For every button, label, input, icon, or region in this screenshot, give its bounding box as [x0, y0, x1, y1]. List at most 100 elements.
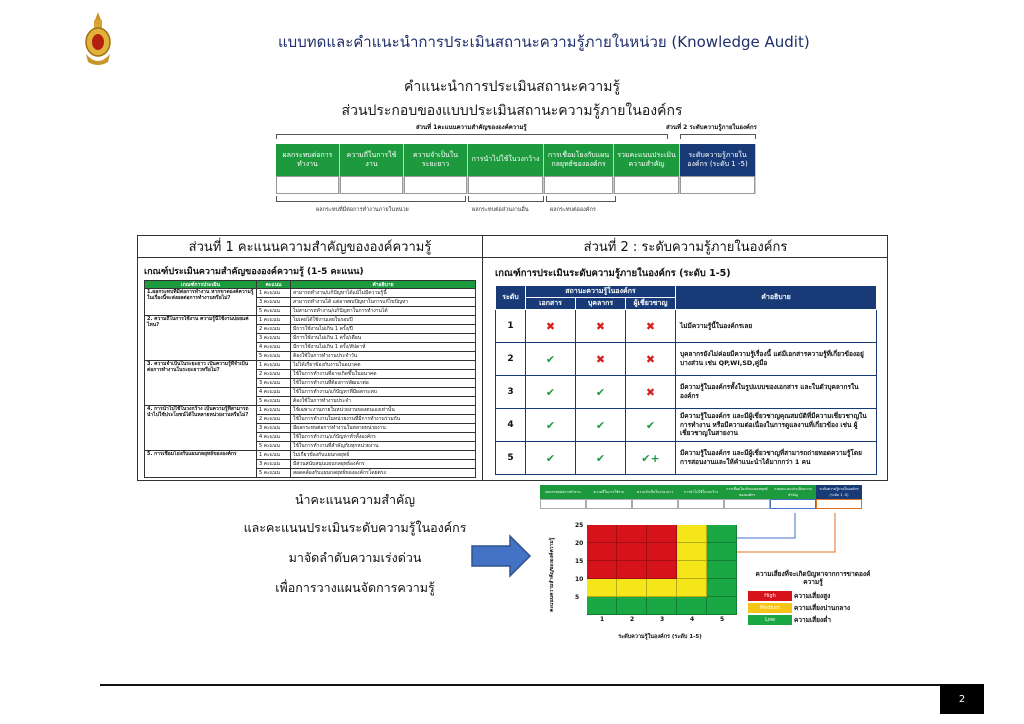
matrix-cell-medium	[617, 579, 647, 597]
mini-header: รวมคะแนนประเมินความสำคัญ	[770, 485, 816, 499]
form-structure-diagram: ส่วนที่ 1คะแนนความสำคัญขององค์ความรู้ ส่…	[276, 118, 757, 218]
check-icon: ✔	[525, 375, 576, 409]
legend-label: ความเสี่ยงปานกลาง	[794, 603, 851, 612]
part2-caption: ส่วนที่ 2 ระดับความรู้ภายในองค์กร	[666, 124, 757, 131]
criteria-description: มีผลกระทบต่อการทำงานในหลายหน่วยงาน	[290, 423, 476, 433]
diagram-columns: ผลกระทบต่อการทำงาน ความถี่ในการใช้งาน คว…	[276, 144, 756, 194]
matrix-cell-medium	[647, 579, 677, 597]
level-row: 5✔✔✔+มีความรู้ในองค์กร และมีผู้เชี่ยวชาญ…	[495, 441, 877, 475]
level-row: 1✖✖✖ไม่มีความรู้นี้ในองค์กรเลย	[495, 309, 877, 343]
matrix-cell-medium	[677, 561, 707, 579]
criteria-description: ใช้ในการทำงานที่สำคัญกับทุกหน่วยงาน	[290, 441, 476, 451]
legend-title: ความเสี่ยงที่จะเกิดปัญหาจากการขาดองค์ควา…	[755, 570, 871, 587]
col-criteria: เกณฑ์การประเมิน	[144, 280, 257, 289]
criteria-score: 5 คะแนน	[256, 468, 291, 478]
criteria-name: 4. การนำไปใช้ในวงกว้าง เป็นความรู้ที่สาม…	[144, 405, 257, 451]
level-row: 2✔✖✖บุคลากรยังไม่ค่อยมีความรู้เรื่องนี้ …	[495, 342, 877, 376]
importance-table: เกณฑ์การประเมิน คะแนน คำอธิบาย 1.ผลกระทบ…	[144, 280, 476, 478]
column-header: รวมคะแนนประเมินความสำคัญ	[614, 144, 679, 176]
knowledge-level-criteria: เกณฑ์การประเมินระดับความรู้ภายในองค์กร (…	[495, 266, 877, 475]
mini-structure-table: ผลกระทบต่อการทำงาน ความถี่ในการใช้งาน คว…	[540, 485, 862, 513]
col-expert: ผู้เชี่ยวชาญ	[625, 297, 676, 310]
criteria-description: ใช้ในการทำงานที่อาจเกิดขึ้นในอนาคต	[290, 369, 476, 379]
level-number: 4	[495, 408, 526, 442]
matrix-cell-high	[587, 525, 617, 543]
criteria-name: 2. ความถี่ในการใช้งาน ความรู้นี้ใช้งานบ่…	[144, 315, 257, 361]
criteria-description: สามารถทำงาน/แก้ปัญหาได้แม้ไม่มีความรู้นี…	[290, 288, 476, 298]
instruction-line: เพื่อการวางแผนจัดการความรู้	[275, 580, 435, 595]
mini-header: ความจำเป็นในระยะยาว	[632, 485, 678, 499]
col-level: ระดับ	[495, 285, 526, 310]
mini-blank	[586, 499, 632, 509]
criteria-score: 1 คะแนน	[256, 360, 291, 370]
level-number: 2	[495, 342, 526, 376]
column-header: ความจำเป็นในระยะยาว	[404, 144, 467, 176]
criteria-description: มีการใช้งานไม่เกิน 1 ครั้ง/สัปดาห์	[290, 342, 476, 352]
criteria-score: 1 คะแนน	[256, 450, 291, 460]
column-blank	[680, 176, 755, 194]
legend-swatch-high: High	[748, 590, 792, 601]
matrix-y-label: คะแนนความสำคัญขององค์ความรู้	[549, 537, 555, 613]
importance-criteria-title: เกณฑ์ประเมินความสำคัญขององค์ความรู้ (1-5…	[144, 267, 364, 277]
left-panel-header: ส่วนที่ 1 คะแนนความสำคัญขององค์ความรู้	[138, 236, 482, 258]
criteria-description: มีการใช้งานไม่เกิน 1 ครั้ง/เดือน	[290, 333, 476, 343]
check-icon: ✔	[575, 408, 626, 442]
criteria-row: 3. ความจำเป็นในระยะยาว เป็นความรู้ที่จำเ…	[144, 360, 476, 406]
criteria-score: 1 คะแนน	[256, 288, 291, 298]
column-blank	[404, 176, 467, 194]
matrix-cell-low	[617, 597, 647, 615]
criteria-description: สามารถทำงานได้ แต่อาจพบปัญหาในการแก้ไขปั…	[290, 297, 476, 307]
legend-swatch-low: Low	[748, 614, 792, 625]
check-icon: ✔+	[625, 441, 676, 475]
matrix-cell-low	[677, 597, 707, 615]
foot3-label: ผลกระทบต่อองค์กร	[550, 207, 596, 213]
level-number: 5	[495, 441, 526, 475]
level-number: 3	[495, 375, 526, 409]
mini-column: ผลกระทบต่อการทำงาน	[540, 485, 586, 513]
mini-header: การเชื่อมโยงกับแผนกลยุทธ์ขององค์กร	[724, 485, 770, 499]
page-number: 2	[940, 684, 984, 714]
criteria-description: ใช้ในการทำงานที่ต้องการพัฒนาต่อ	[290, 378, 476, 388]
criteria-score: 4 คะแนน	[256, 387, 291, 397]
instruction-line: นำคะแนนความสำคัญ	[294, 492, 416, 507]
x-tick: 5	[720, 616, 725, 623]
matrix-cell-low	[707, 525, 737, 543]
criteria-description: ไม่ได้เกี่ยวข้องกับงานในอนาคต	[290, 360, 476, 370]
matrix-cell-high	[587, 543, 617, 561]
diagram-column: รวมคะแนนประเมินความสำคัญ	[614, 144, 680, 194]
legend-label: ความเสี่ยงต่ำ	[794, 615, 831, 624]
criteria-score: 1 คะแนน	[256, 315, 291, 325]
criteria-description: ใช้เฉพาะงานภายในหน่วยงานของตนเองเท่านั้น	[290, 405, 476, 415]
check-icon: ✔	[525, 408, 576, 442]
matrix-cell-high	[647, 525, 677, 543]
mini-blank	[724, 499, 770, 509]
criteria-description: ต้องใช้ในการทำงานประจำวัน	[290, 351, 476, 361]
criteria-score: 3 คะแนน	[256, 378, 291, 388]
y-tick: 15	[575, 558, 584, 565]
column-blank	[614, 176, 679, 194]
check-icon: ✔	[525, 342, 576, 376]
cross-icon: ✖	[625, 375, 676, 409]
matrix-cell-high	[647, 561, 677, 579]
matrix-cell-high	[617, 525, 647, 543]
matrix-cell-high	[587, 561, 617, 579]
knowledge-level-title: เกณฑ์การประเมินระดับความรู้ภายในองค์กร (…	[495, 268, 731, 279]
column-blank	[276, 176, 339, 194]
column-blank	[468, 176, 543, 194]
col-personnel: บุคลากร	[575, 297, 626, 310]
mini-column: การนำไปใช้ในวงกว้าง	[678, 485, 724, 513]
foot2-bracket	[468, 196, 544, 202]
mini-blank	[678, 499, 724, 509]
criteria-row: 4. การนำไปใช้ในวงกว้าง เป็นความรู้ที่สาม…	[144, 405, 476, 451]
criteria-description: สอดคล้องกับแผนกลยุทธ์ขององค์กรโดยตรง	[290, 468, 476, 478]
instruction-line: และคะแนนประเมินระดับความรู้ในองค์กร	[243, 520, 467, 535]
instruction-line: มาจัดลำดับความเร่งด่วน	[288, 550, 422, 565]
risk-legend: ความเสี่ยงที่จะเกิดปัญหาจากการขาดองค์ควา…	[748, 570, 878, 627]
col-desc: คำอธิบาย	[675, 285, 877, 310]
diagram-column: ผลกระทบต่อการทำงาน	[276, 144, 340, 194]
y-tick: 5	[575, 594, 580, 601]
matrix-x-label: ระดับความรู้ในองค์กร (ระดับ 1-5)	[618, 634, 702, 640]
criteria-description: ไม่เกี่ยวข้องกับแผนกลยุทธ์	[290, 450, 476, 460]
